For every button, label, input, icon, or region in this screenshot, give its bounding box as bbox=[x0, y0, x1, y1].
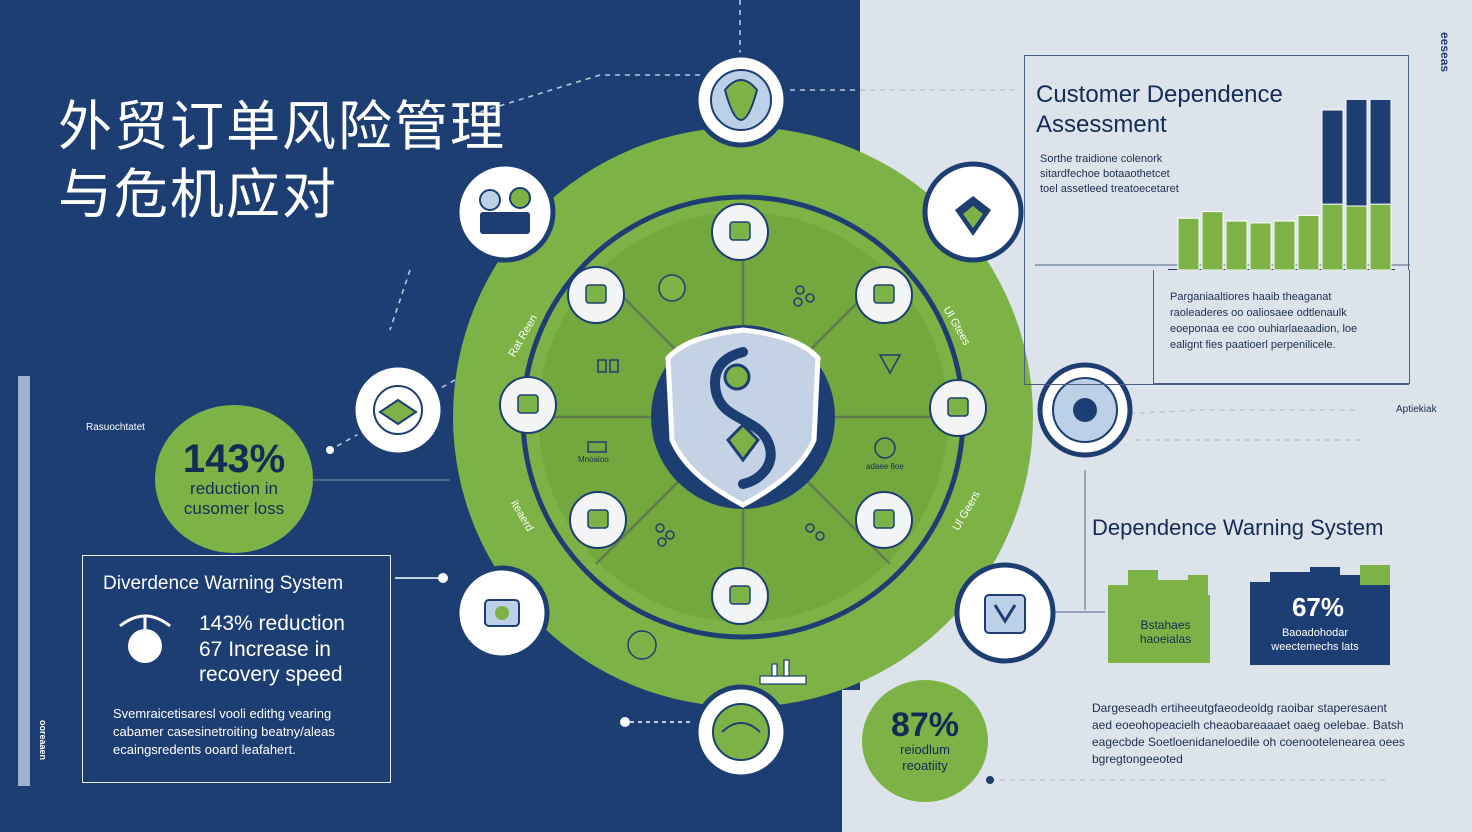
connector-top-left bbox=[469, 74, 700, 116]
chart-bar bbox=[1201, 211, 1224, 271]
stat-recovery-label-2: reoatiity bbox=[902, 758, 948, 773]
stat-label-1: reduction in bbox=[190, 478, 278, 498]
chart-bar bbox=[1225, 220, 1248, 271]
corner-code: eeseas bbox=[1438, 32, 1452, 73]
stat-label-2: cusomer loss bbox=[183, 499, 285, 518]
assessment-title-2: Assessment bbox=[1036, 111, 1167, 138]
chart-bar bbox=[1273, 220, 1296, 271]
left-vertical-text: ooreaaen bbox=[38, 720, 48, 761]
assessment-body-1: Parganiaaltiores haaib theaganat bbox=[1170, 291, 1332, 303]
warning-body-right-1: Dargeseadh ertiheeutgfaeodeoldg raoibar … bbox=[1092, 701, 1387, 715]
connector-upper-left bbox=[389, 269, 411, 331]
assessment-body-panel bbox=[1153, 270, 1410, 384]
green-box-label-1: Bstahaes bbox=[1140, 618, 1191, 632]
warning-body-1: Svemraicetisaresl vooli edithg vearing bbox=[113, 706, 332, 721]
green-box-label-2: haoeialas bbox=[1139, 632, 1192, 646]
assessment-panel bbox=[1024, 55, 1409, 385]
warning-panel-title: Diverdence Warning System bbox=[103, 573, 344, 594]
inner-label-right: adaee 8oe bbox=[866, 462, 904, 471]
assessment-text-3: toel assetleed treatoecetaret bbox=[1040, 183, 1179, 195]
left-small-label: Rasuochtatet bbox=[86, 422, 145, 433]
stat-recovery-value: 87% bbox=[890, 706, 960, 745]
chart-bar bbox=[1297, 214, 1320, 271]
warning-line-1: 143% reduction bbox=[199, 612, 345, 635]
left-accent-bar bbox=[18, 376, 30, 786]
warning-boxes bbox=[1108, 565, 1390, 665]
right-side-label: Aptiekiak bbox=[1396, 404, 1437, 415]
dependence-warning-title: Dependence Warning System bbox=[1092, 515, 1384, 540]
assessment-body-3: eoeponaa ee coo ouhiarlaeaadion, loe bbox=[1170, 323, 1358, 335]
assessment-title-1: Customer Dependence bbox=[1036, 81, 1283, 108]
assessment-body-2: raoleaderes oo oaliosaee odtlenaulk bbox=[1170, 307, 1347, 319]
warning-body-right-3: eagecbde Soetloenidaneloedile oh coenoot… bbox=[1092, 735, 1405, 749]
chart-bar bbox=[1177, 217, 1200, 271]
warning-panel: Diverdence Warning System 143% reduction… bbox=[82, 555, 391, 783]
inner-label-left: Mnoaioo bbox=[578, 455, 609, 464]
assessment-text-1: Sorthe traidione colenork bbox=[1040, 153, 1163, 165]
chart-bar bbox=[1345, 205, 1368, 271]
warning-line-3: recovery speed bbox=[199, 663, 343, 686]
chart-bar bbox=[1345, 100, 1368, 207]
warning-body-3: ecaingsredents ooard leafahert. bbox=[113, 742, 296, 757]
chart-bar bbox=[1321, 109, 1344, 205]
warning-line-2: 67 Increase in bbox=[199, 638, 331, 661]
blue-box-label-1: Baoadohodar bbox=[1281, 627, 1349, 639]
warning-body-right-4: bgregtongeeoted bbox=[1092, 752, 1183, 766]
chart-bar bbox=[1249, 222, 1272, 271]
connector-right-upper bbox=[1099, 409, 1360, 416]
stat-customer-loss: 143% reduction in cusomer loss bbox=[155, 405, 313, 553]
chart-bar bbox=[1369, 100, 1392, 205]
warning-body-right-2: aed eoeohopeacielh cheaobareaaaet oaeg o… bbox=[1092, 718, 1404, 732]
stat-value: 143% bbox=[182, 436, 286, 481]
stat-recovery: 87% reiodlum reoatiity bbox=[862, 680, 988, 802]
chart-bar bbox=[1321, 203, 1344, 271]
blue-box-label-2: weectemechs lats bbox=[1271, 641, 1359, 653]
warning-body-2: cabamer casesinetroiting beatny/aleas bbox=[113, 724, 335, 739]
assessment-text-2: sitardfechoe botaaothetcet bbox=[1040, 168, 1170, 180]
alarm-icon bbox=[119, 614, 171, 663]
page-title-line1: 外贸订单风险管理 bbox=[58, 95, 506, 158]
stat-recovery-label-1: reiodlum bbox=[900, 742, 950, 758]
page-title-line2: 与危机应对 bbox=[58, 163, 338, 226]
assessment-body-4: ealignt fies paatioerl perpenilicele. bbox=[1170, 339, 1336, 351]
blue-box-value: 67% bbox=[1291, 592, 1345, 622]
dependence-bar-chart bbox=[1168, 100, 1395, 271]
chart-bar bbox=[1369, 203, 1392, 271]
